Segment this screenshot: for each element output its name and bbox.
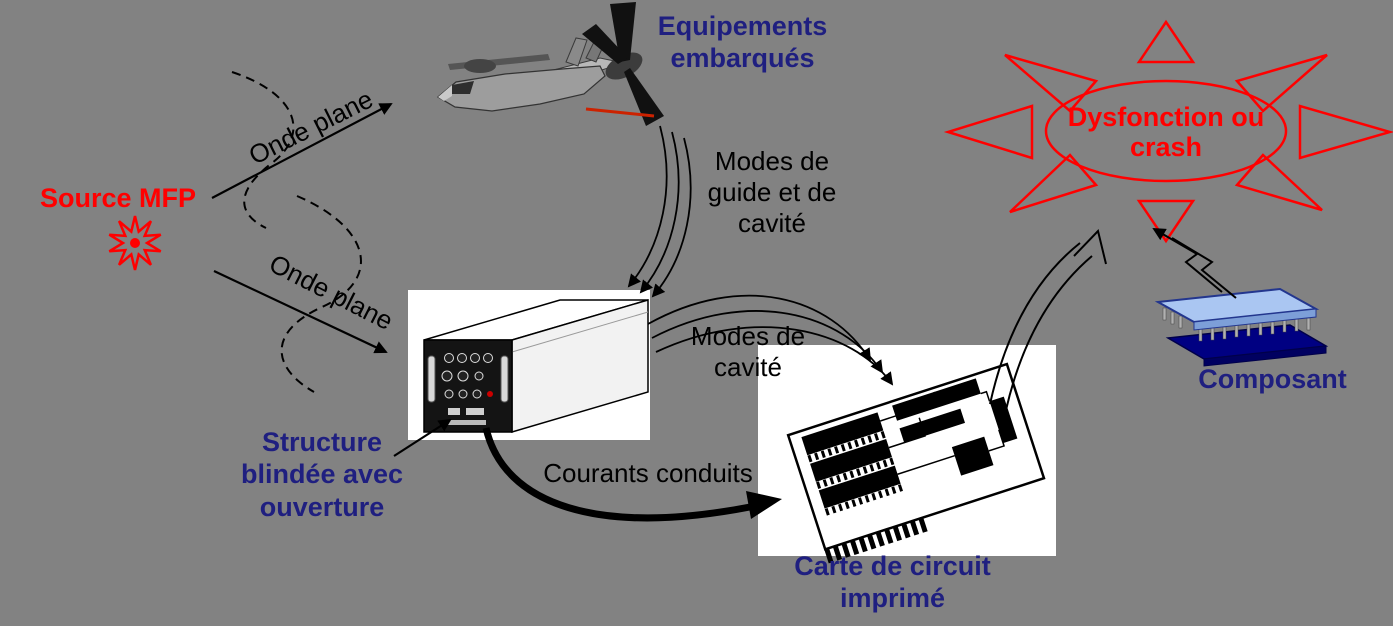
coupling-arrows: [211, 71, 1237, 522]
lightning-arrow-1: [1152, 228, 1223, 293]
sunburst-icon: [943, 19, 1393, 244]
plane-wave-dashed-top: [231, 71, 295, 229]
composant-label: Composant: [1198, 364, 1347, 394]
modes-guide-cavite-label: Modes de guide et de cavité: [707, 146, 837, 239]
shielded-box-icon: [408, 290, 650, 440]
carte-circuit-label: Carte de circuit imprimé: [794, 551, 991, 614]
starburst-icon: [108, 215, 162, 271]
modes-cavite-label: Modes de cavité: [690, 321, 806, 383]
cavity-mode-arrow-3: [655, 326, 894, 386]
pcb-to-sun-arrowhead: [1073, 228, 1107, 265]
guide-mode-arrow-2: [639, 131, 680, 294]
pcb-to-sun-arrow-outer: [989, 242, 1081, 405]
component-icon: [1154, 287, 1329, 367]
conducted-current-arrowhead: [746, 491, 782, 519]
plane-wave-arrow-bottom: [213, 270, 388, 354]
guide-mode-arrow-3: [651, 137, 692, 298]
dysfonction-label: Dysfonction ou crash: [1067, 102, 1265, 163]
courants-conduits-label: Courants conduits: [543, 458, 753, 488]
guide-mode-arrow-1: [627, 125, 668, 288]
conducted-current-arrow: [482, 427, 751, 522]
cavity-mode-arrow-1: [647, 294, 872, 362]
cavity-mode-arrow-2: [651, 310, 884, 374]
lightning-arrow-2: [1171, 237, 1237, 299]
pcb-to-sun-arrow-inner: [1005, 255, 1093, 411]
source-mfp-label: Source MFP: [39, 183, 197, 213]
structure-blindee-label: Structure blindée avec ouverture: [240, 427, 404, 522]
structure-pointer-arrow: [393, 418, 452, 457]
pcb-icon: [758, 345, 1056, 564]
plane-wave-arrow-top: [211, 103, 393, 199]
aircraft-icon: [436, 2, 664, 126]
equipements-embarques-label: Equipements embarqués: [657, 11, 828, 74]
